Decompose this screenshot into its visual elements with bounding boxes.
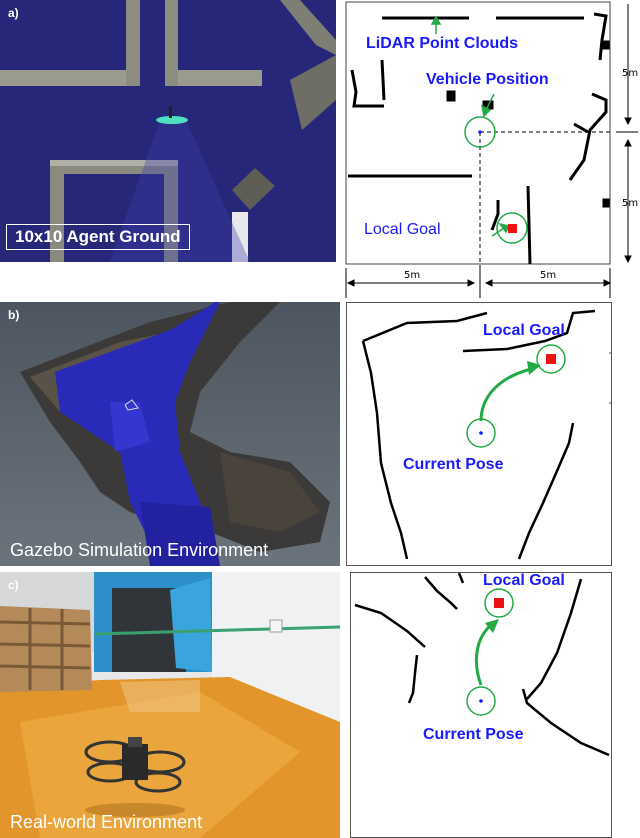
current-pose-label-c: Current Pose: [423, 726, 524, 743]
panel-c-label: c): [8, 578, 19, 592]
panel-b-label: b): [8, 308, 20, 322]
local-goal-marker-c: [494, 598, 504, 608]
gazebo-occupancy-grid: Local Goal Current Pose: [361, 309, 611, 560]
vehicle-position-dot: [478, 130, 482, 134]
vehicle-position-label: Vehicle Position: [426, 71, 549, 88]
local-goal-label-a: Local Goal: [364, 221, 441, 238]
lidar-arrowhead: [430, 15, 442, 25]
panel-a-lidar-map: LiDAR Point Clouds Vehicle Position Loca…: [344, 0, 640, 300]
local-goal-marker: [508, 224, 517, 233]
lidar-points: [348, 12, 610, 265]
drone: [84, 737, 186, 817]
goal-arrowhead: [498, 222, 511, 234]
real-world-photo: [0, 572, 340, 838]
vehicle-crosshair: [479, 131, 610, 290]
lidar-occupancy-grid: LiDAR Point Clouds Vehicle Position Loca…: [345, 1, 638, 298]
panel-c-caption: Real-world Environment: [10, 812, 203, 832]
path-arrowhead: [527, 361, 541, 375]
panel-a-label: a): [8, 6, 19, 20]
local-goal-circle-c: [484, 588, 514, 618]
panel-c-trajectory-map: Local Goal Current Pose: [350, 572, 612, 838]
panel-a-simulation-image: a) 10x10 Agent Ground: [0, 0, 336, 262]
vehicle-arrowhead: [480, 104, 492, 118]
panel-b-caption: Gazebo Simulation Environment: [10, 540, 269, 560]
current-pose-circle-b: [466, 418, 496, 448]
current-pose-dot-b: [479, 431, 483, 435]
real-world-occupancy-grid: Local Goal Current Pose: [354, 573, 610, 757]
local-goal-circle: [496, 212, 528, 244]
panel-c-real-world-image: c) Real-world Environment: [0, 572, 340, 838]
gazebo-render: [0, 302, 340, 566]
current-pose-circle-c: [466, 686, 496, 716]
current-pose-dot-c: [479, 699, 483, 703]
planned-path-c: [474, 623, 493, 686]
vehicle-arrow: [485, 93, 495, 111]
planned-path: [479, 367, 532, 422]
panel-a-caption: 10x10 Agent Ground: [6, 224, 190, 250]
path-arrowhead-c: [485, 619, 499, 633]
local-goal-marker-b: [546, 354, 556, 364]
current-pose-label-b: Current Pose: [403, 456, 504, 473]
gazebo-lidar-points: [361, 309, 596, 560]
panel-b-trajectory-map: Local Goal Current Pose: [346, 302, 612, 566]
y-dim-bottom: 5m: [622, 198, 638, 209]
y-dim-top: 5m: [622, 68, 638, 79]
local-goal-circle-b: [536, 344, 566, 374]
agent-ground-render: [0, 0, 336, 262]
x-dim-right: 5m: [540, 270, 556, 281]
dimension-arrows: [345, 4, 638, 298]
local-goal-label-c: Local Goal: [483, 573, 565, 589]
real-world-lidar-points: [354, 573, 610, 757]
x-dim-left: 5m: [404, 270, 420, 281]
vehicle-position-circle: [464, 116, 496, 148]
local-goal-label-b: Local Goal: [483, 322, 565, 339]
lidar-point-clouds-label: LiDAR Point Clouds: [366, 35, 518, 52]
panel-b-gazebo-image: b) Gazebo Simulation Environment: [0, 302, 340, 566]
